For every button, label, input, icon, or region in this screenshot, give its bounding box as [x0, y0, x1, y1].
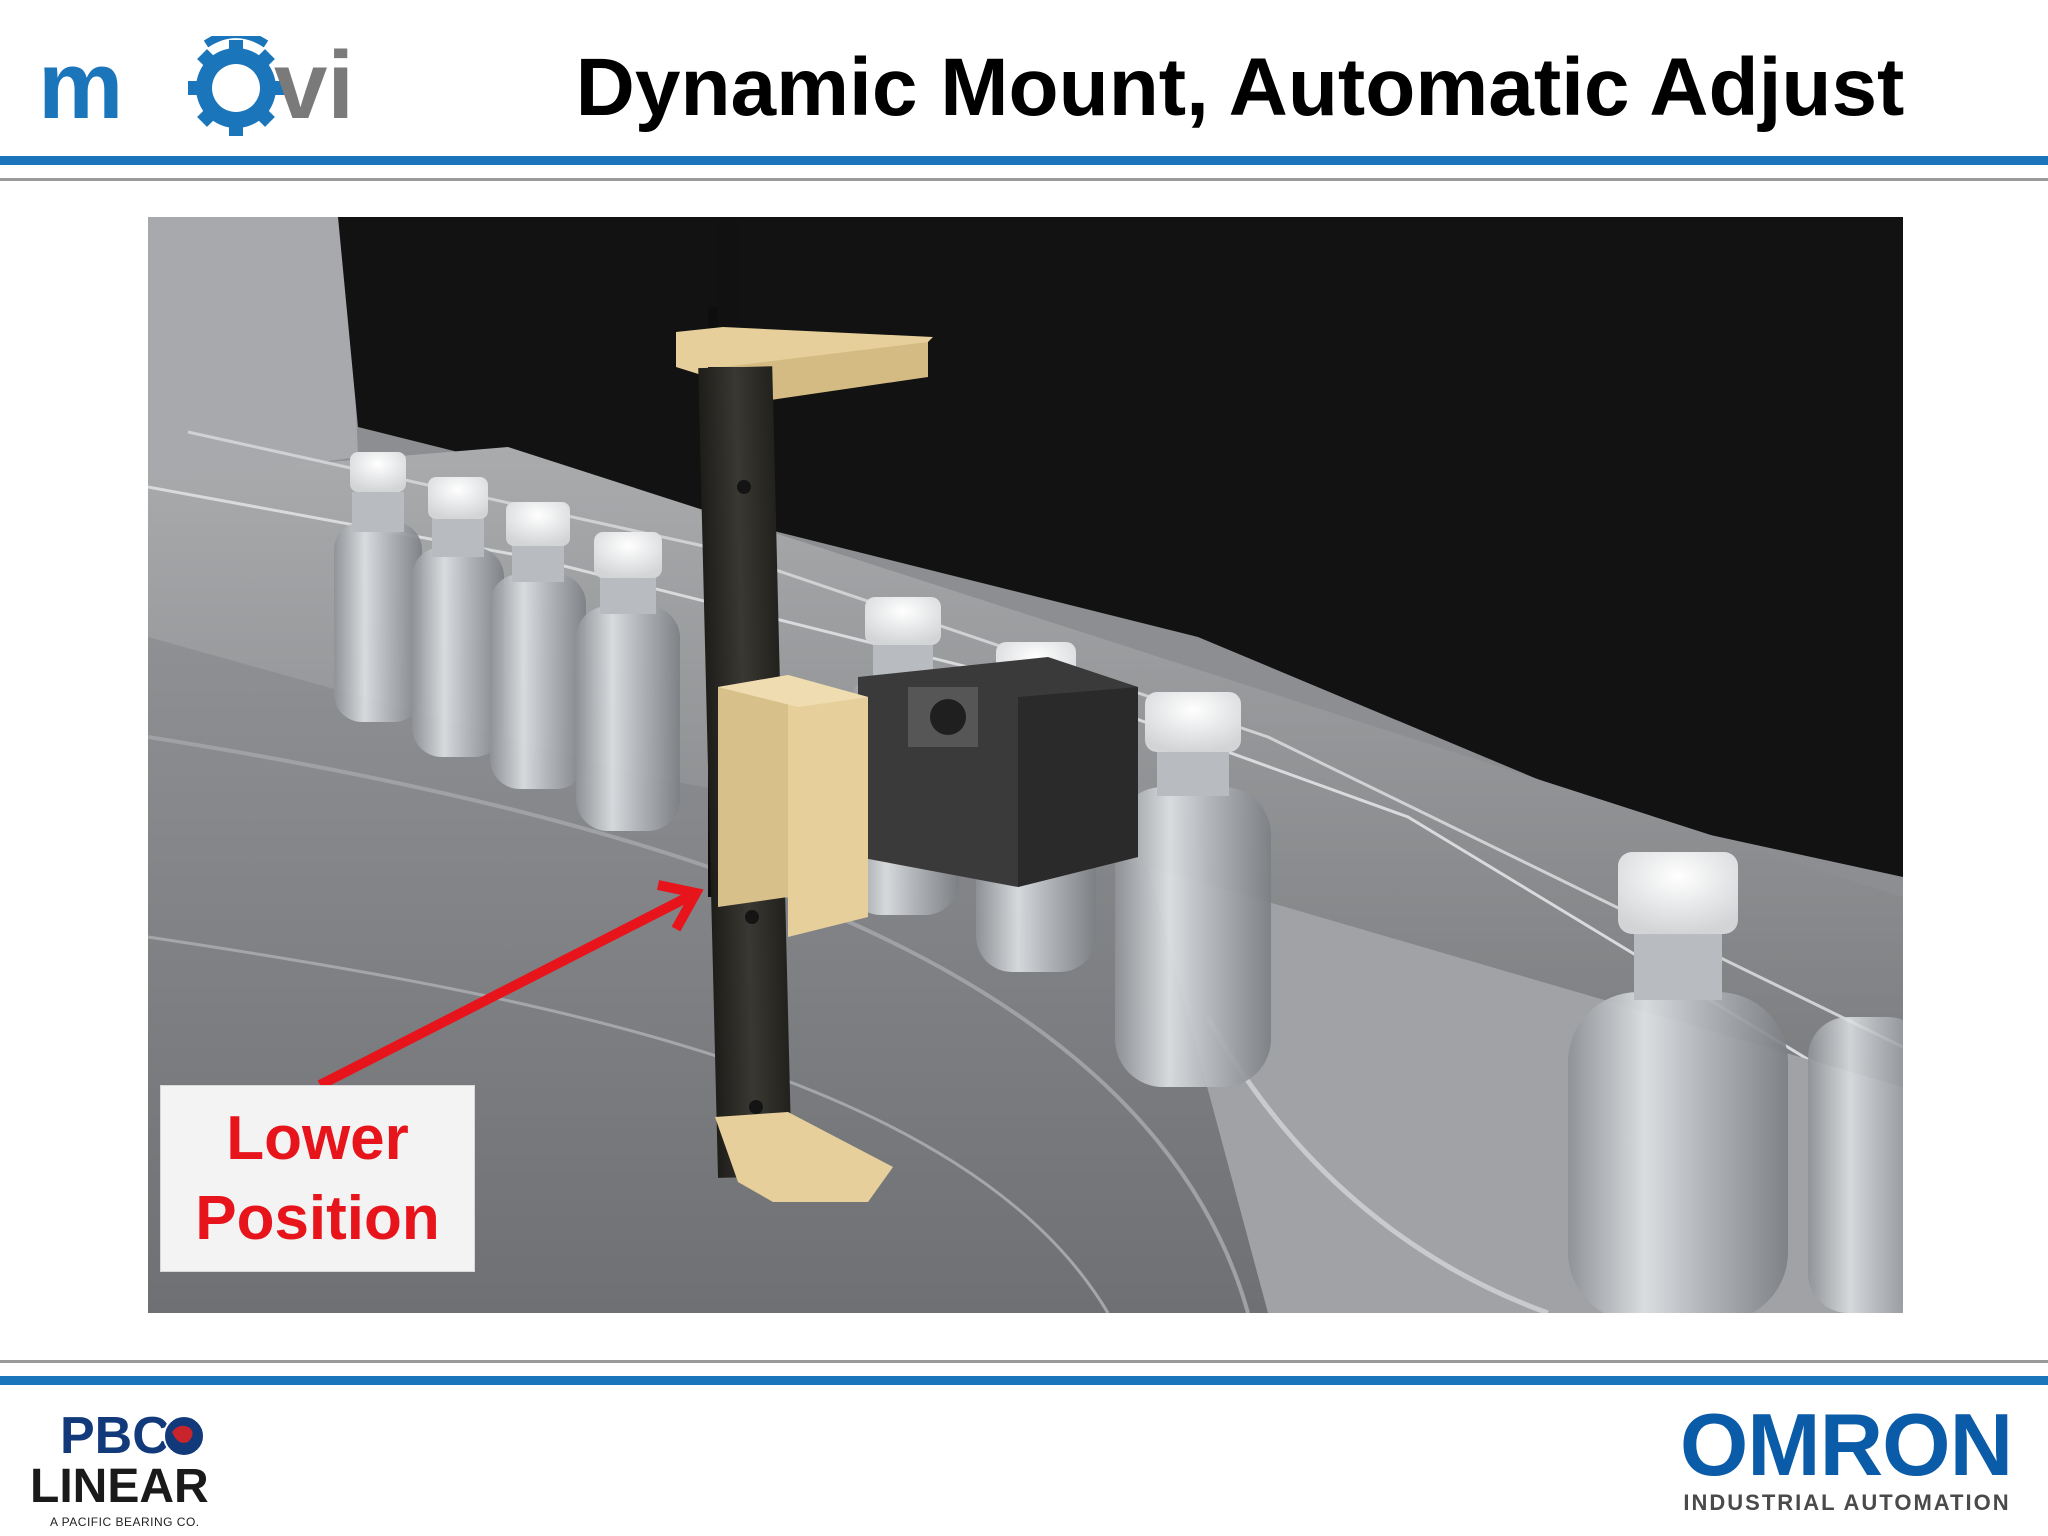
header-divider: [0, 156, 2048, 181]
linear-slider: [676, 217, 933, 1202]
movi-logo: m vi movi: [38, 36, 354, 136]
arrow-icon: [317, 880, 704, 1090]
pbc-logo-line1: PBC: [60, 1407, 170, 1465]
callout-line-2: Position: [195, 1183, 440, 1253]
footer-divider: [0, 1360, 2048, 1385]
pbc-logo-line2: LINEAR: [30, 1460, 209, 1513]
pbc-logo-tagline: A PACIFIC BEARING CO.: [50, 1515, 200, 1529]
svg-text:m: m: [38, 36, 123, 136]
svg-text:vi: vi: [274, 36, 354, 136]
omron-logo-wordmark: OMRON: [1679, 1395, 2013, 1494]
lower-position-callout: Lower Position: [160, 1085, 475, 1272]
slide-title: Dynamic Mount, Automatic Adjust: [575, 42, 1905, 133]
globe-icon: [163, 1415, 205, 1457]
gear-icon: [188, 36, 284, 136]
callout-line-1: Lower: [226, 1103, 409, 1173]
omron-logo-tagline: INDUSTRIAL AUTOMATION: [1683, 1490, 2011, 1515]
gripper: [858, 657, 1138, 887]
